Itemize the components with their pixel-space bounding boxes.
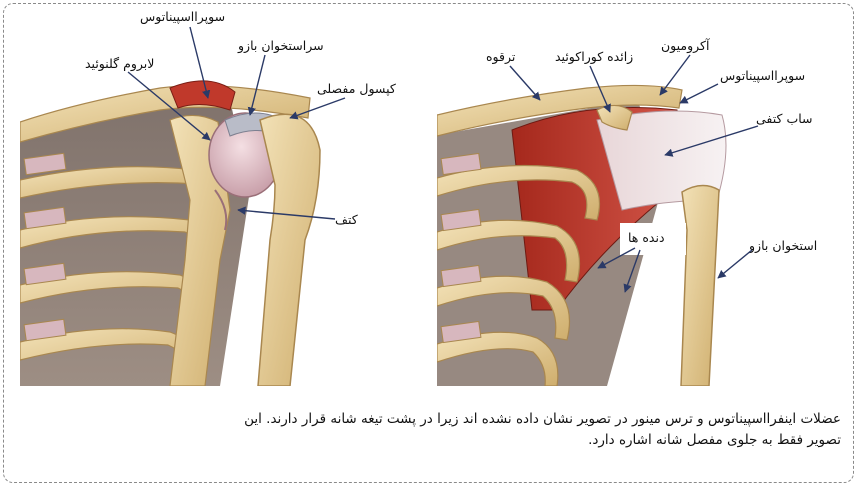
- figure-caption: عضلات اینفرااسپیناتوس و ترس مینور در تصو…: [18, 409, 841, 451]
- caption-line-2: تصویر فقط به جلوی مفصل شانه اشاره دارد.: [18, 430, 841, 451]
- caption-line-1: عضلات اینفرااسپیناتوس و ترس مینور در تصو…: [18, 409, 841, 430]
